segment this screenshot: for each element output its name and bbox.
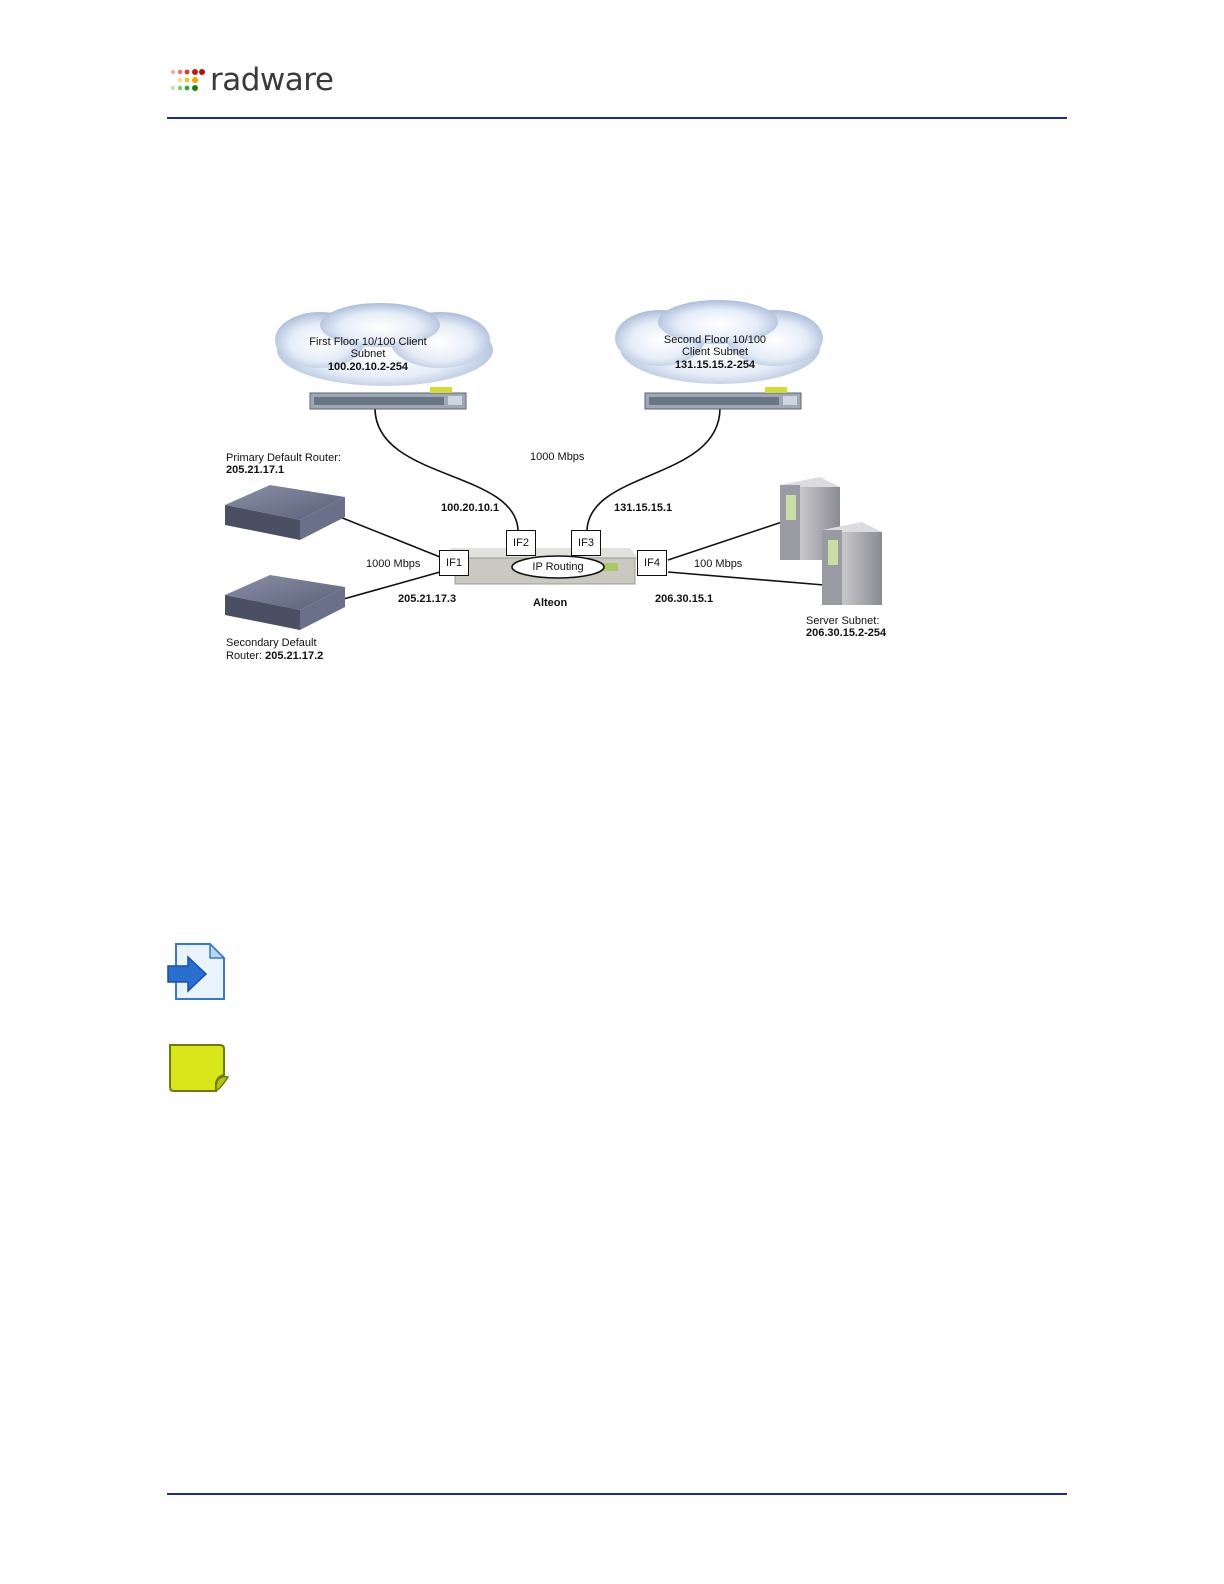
ip-if1: 205.21.17.3 — [398, 593, 457, 605]
tip-arrow-icon — [167, 942, 226, 1000]
note-icon — [169, 1044, 230, 1093]
cloud-right — [615, 300, 823, 384]
link-secondary-router — [339, 571, 441, 601]
server-subnet-label: Server Subnet: — [806, 615, 880, 627]
secondary-router-label2: Router: 205.21.17.2 — [226, 650, 324, 662]
header-rule — [167, 117, 1067, 119]
cloud-right-range: 131.15.15.2-254 — [674, 359, 756, 371]
interface-if1: IF1 — [439, 550, 469, 576]
link-if3 — [586, 407, 721, 531]
link-if2 — [374, 407, 519, 531]
server-2 — [822, 522, 882, 605]
ip-routing-ellipse — [511, 555, 605, 579]
cloud-left-line1: First Floor 10/100 Client — [309, 336, 427, 348]
primary-router-ip: 205.21.17.1 — [226, 464, 285, 476]
switch-right — [644, 387, 802, 410]
ip-if2: 100.20.10.1 — [441, 502, 500, 514]
cloud-left-line2: Subnet — [350, 348, 386, 360]
cloud-left-range: 100.20.10.2-254 — [327, 361, 409, 373]
ip-routing-label: IP Routing — [532, 561, 584, 573]
interface-if2: IF2 — [506, 530, 536, 556]
speed-top: 1000 Mbps — [530, 451, 585, 463]
speed-left: 1000 Mbps — [366, 558, 421, 570]
radware-logo-dots-icon — [170, 69, 205, 91]
cloud-right-line2: Client Subnet — [681, 346, 749, 358]
diagram-graphics — [225, 300, 882, 630]
primary-router-label: Primary Default Router: — [226, 452, 341, 464]
ip-if3: 131.15.15.1 — [614, 502, 673, 514]
speed-right: 100 Mbps — [694, 558, 743, 570]
interface-if4: IF4 — [637, 550, 667, 576]
secondary-router-device — [225, 575, 345, 630]
logo-text: radware — [210, 62, 334, 98]
link-primary-router — [339, 516, 441, 558]
secondary-router-label: Secondary Default — [226, 637, 317, 649]
switch-left — [309, 387, 467, 410]
link-server1 — [667, 521, 783, 561]
server-subnet-range: 206.30.15.2-254 — [806, 627, 887, 639]
primary-router-device — [225, 485, 345, 540]
cloud-left — [275, 303, 493, 386]
ip-if4: 206.30.15.1 — [655, 593, 714, 605]
alteon-label: Alteon — [533, 597, 568, 609]
interface-if3: IF3 — [571, 530, 601, 556]
alteon-device — [450, 548, 640, 585]
cloud-right-line1: Second Floor 10/100 — [663, 334, 767, 346]
link-server2 — [667, 571, 825, 586]
footer-rule — [167, 1493, 1067, 1495]
